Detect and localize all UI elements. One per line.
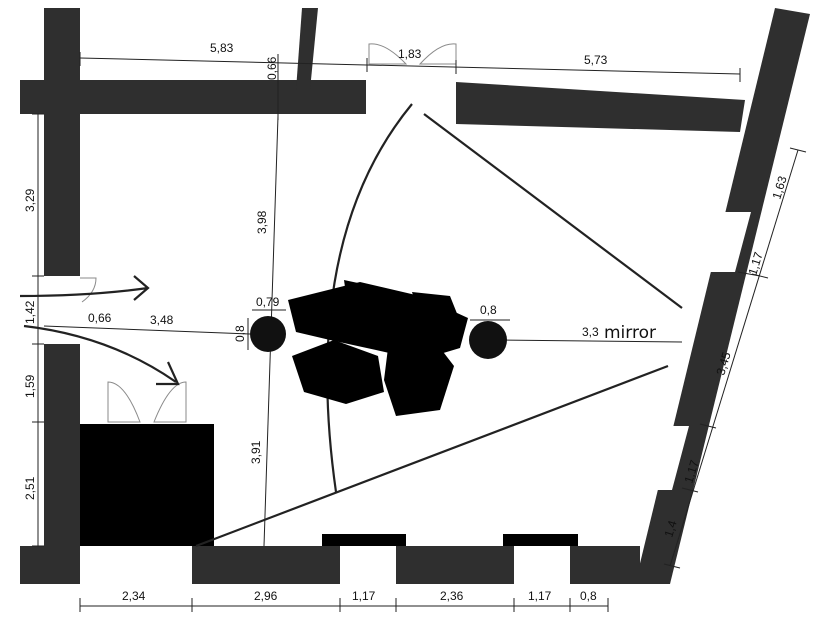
arrow-upper	[19, 275, 150, 301]
dim-top-left: 5,83	[210, 41, 234, 55]
top-door	[368, 43, 457, 65]
wall-top-left	[20, 80, 366, 114]
left-door	[80, 277, 97, 303]
dim-right-4: 1,17	[681, 458, 701, 485]
dim-left-mid: 1,59	[23, 374, 37, 398]
arrow-lower	[23, 324, 180, 386]
cone-top-line	[423, 113, 683, 309]
dim-column-left-h: 0,8	[233, 325, 247, 342]
wall-right	[635, 8, 810, 584]
dim-bottom-5: 1,17	[528, 589, 552, 603]
dim-left-to-column: 3,48	[150, 313, 174, 327]
dim-right-5: 1,4	[661, 519, 679, 539]
right-window-2	[638, 426, 689, 490]
dim-bottom-3: 1,17	[352, 589, 376, 603]
right-window-1	[700, 212, 751, 272]
closet	[80, 424, 214, 546]
dim-center-up: 3,98	[255, 210, 269, 234]
dim-right-1: 1,63	[769, 174, 789, 201]
dim-bottom-6: 0,8	[580, 589, 597, 603]
dim-top-door: 1,83	[398, 47, 422, 61]
view-lines	[19, 103, 683, 548]
left-door-opening	[44, 276, 80, 344]
dim-left-reach: 0,66	[88, 311, 112, 325]
dim-column-left-diam: 0,79	[256, 295, 280, 309]
dimension-lines	[32, 52, 807, 612]
dimension-labels: 5,83 0,66 1,83 5,73 3,29 1,42 1,59 2,51 …	[23, 41, 790, 603]
mirror-label: mirror	[604, 323, 656, 343]
window-sill-2	[503, 534, 578, 546]
dim-left-upper: 3,29	[23, 188, 37, 212]
wall-stub-top	[296, 8, 318, 90]
column-left	[250, 316, 286, 352]
dim-bottom-2: 2,96	[254, 589, 278, 603]
dim-column-right-diam: 0,8	[480, 303, 497, 317]
cone-arc	[326, 103, 413, 493]
dim-bottom-4: 2,36	[440, 589, 464, 603]
dim-bottom-1: 2,34	[122, 589, 146, 603]
dim-left-door: 1,42	[23, 300, 37, 324]
doors	[80, 43, 457, 423]
wall-top-right	[456, 82, 745, 132]
furniture-scribble	[288, 280, 468, 416]
bottom-window-1	[340, 546, 396, 584]
dim-center-down: 3,91	[249, 440, 263, 464]
cone-bottom-line	[195, 364, 669, 548]
dim-right-3: 3,45	[713, 350, 733, 377]
column-right	[469, 321, 507, 359]
top-door-opening	[366, 80, 456, 122]
dim-right-reach: 3,3	[582, 325, 599, 339]
walls	[20, 8, 810, 584]
bottom-window-2	[514, 546, 570, 584]
dim-left-lower: 2,51	[23, 476, 37, 500]
dim-top-right: 5,73	[584, 53, 608, 67]
closet-door	[107, 381, 187, 423]
bottom-opening-1	[80, 546, 192, 584]
dim-top-wall-thickness: 0,66	[265, 56, 279, 80]
dim-right-2: 1,17	[745, 250, 765, 277]
window-sill-1	[322, 534, 406, 546]
